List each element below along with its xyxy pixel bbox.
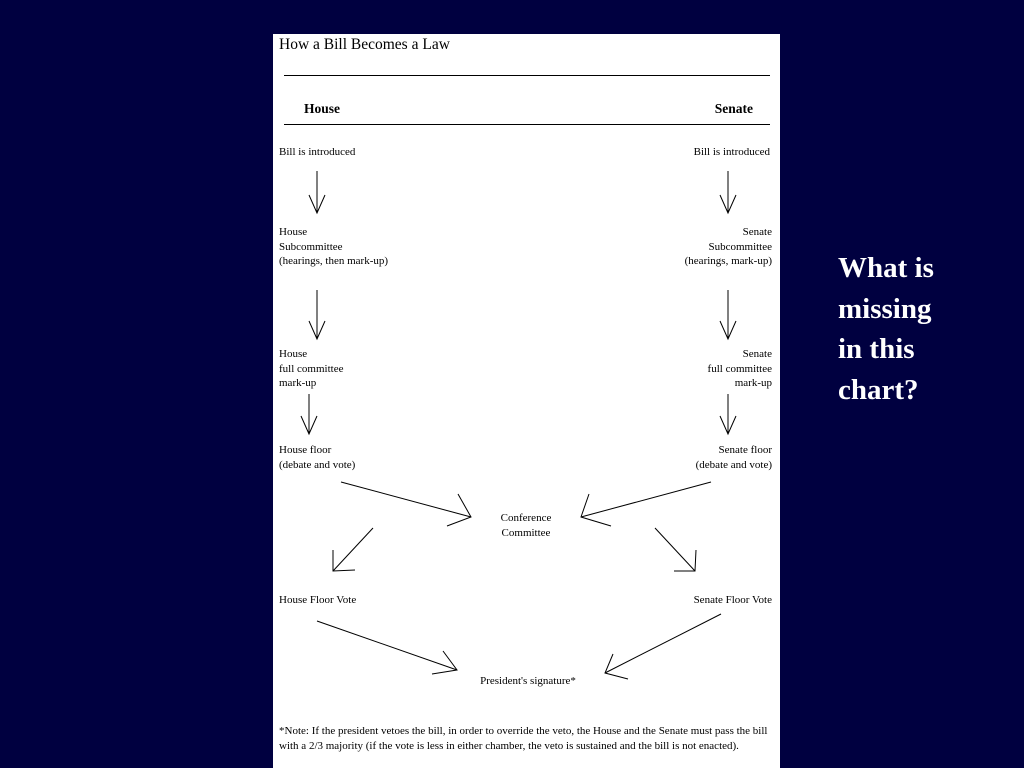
- arrow-senate-introduced-to-subcommittee: [719, 171, 737, 215]
- arrow-senate-floor-to-conference: [580, 481, 712, 527]
- flowchart-title: How a Bill Becomes a Law: [279, 36, 450, 53]
- arrow-conference-to-senate-vote: [654, 527, 697, 572]
- arrow-senate-subcommittee-to-full-committee: [719, 290, 737, 341]
- house-header: House: [304, 101, 341, 116]
- senate-bill-introduced: Bill is introduced: [693, 146, 770, 158]
- senate-full-committee: Senate full committee mark-up: [707, 348, 772, 389]
- senate-subcommittee: Senate Subcommittee (hearings, mark-up): [684, 226, 772, 267]
- arrow-house-full-committee-to-floor: [300, 394, 318, 436]
- senate-floor-vote: Senate Floor Vote: [693, 594, 772, 606]
- arrow-senate-vote-to-president: [604, 613, 722, 680]
- veto-note: *Note: If the president vetoes the bill,…: [279, 725, 768, 752]
- senate-header: Senate: [714, 101, 753, 116]
- arrow-conference-to-house-vote: [332, 527, 374, 572]
- arrow-senate-full-committee-to-floor: [719, 394, 737, 436]
- header-rule: [284, 124, 770, 125]
- house-floor-vote: House Floor Vote: [279, 594, 357, 606]
- senate-floor: Senate floor (debate and vote): [695, 444, 772, 471]
- house-floor: House floor (debate and vote): [279, 444, 356, 471]
- arrow-house-introduced-to-subcommittee: [308, 171, 326, 215]
- house-subcommittee: House Subcommittee (hearings, then mark-…: [279, 226, 389, 267]
- flowchart-sheet: How a Bill Becomes a Law House Senate Bi…: [273, 34, 780, 768]
- arrow-house-subcommittee-to-full-committee: [308, 290, 326, 341]
- arrow-house-floor-to-conference: [340, 481, 472, 527]
- house-full-committee: House full committee mark-up: [279, 348, 344, 389]
- top-rule: [284, 75, 770, 76]
- arrow-house-vote-to-president: [316, 620, 458, 675]
- flow-arrows: [300, 171, 737, 680]
- slide-question: What is missing in this chart?: [838, 252, 934, 406]
- conference-committee: Conference Committee: [500, 512, 552, 539]
- house-bill-introduced: Bill is introduced: [279, 146, 356, 158]
- presidents-signature: President's signature*: [480, 675, 576, 687]
